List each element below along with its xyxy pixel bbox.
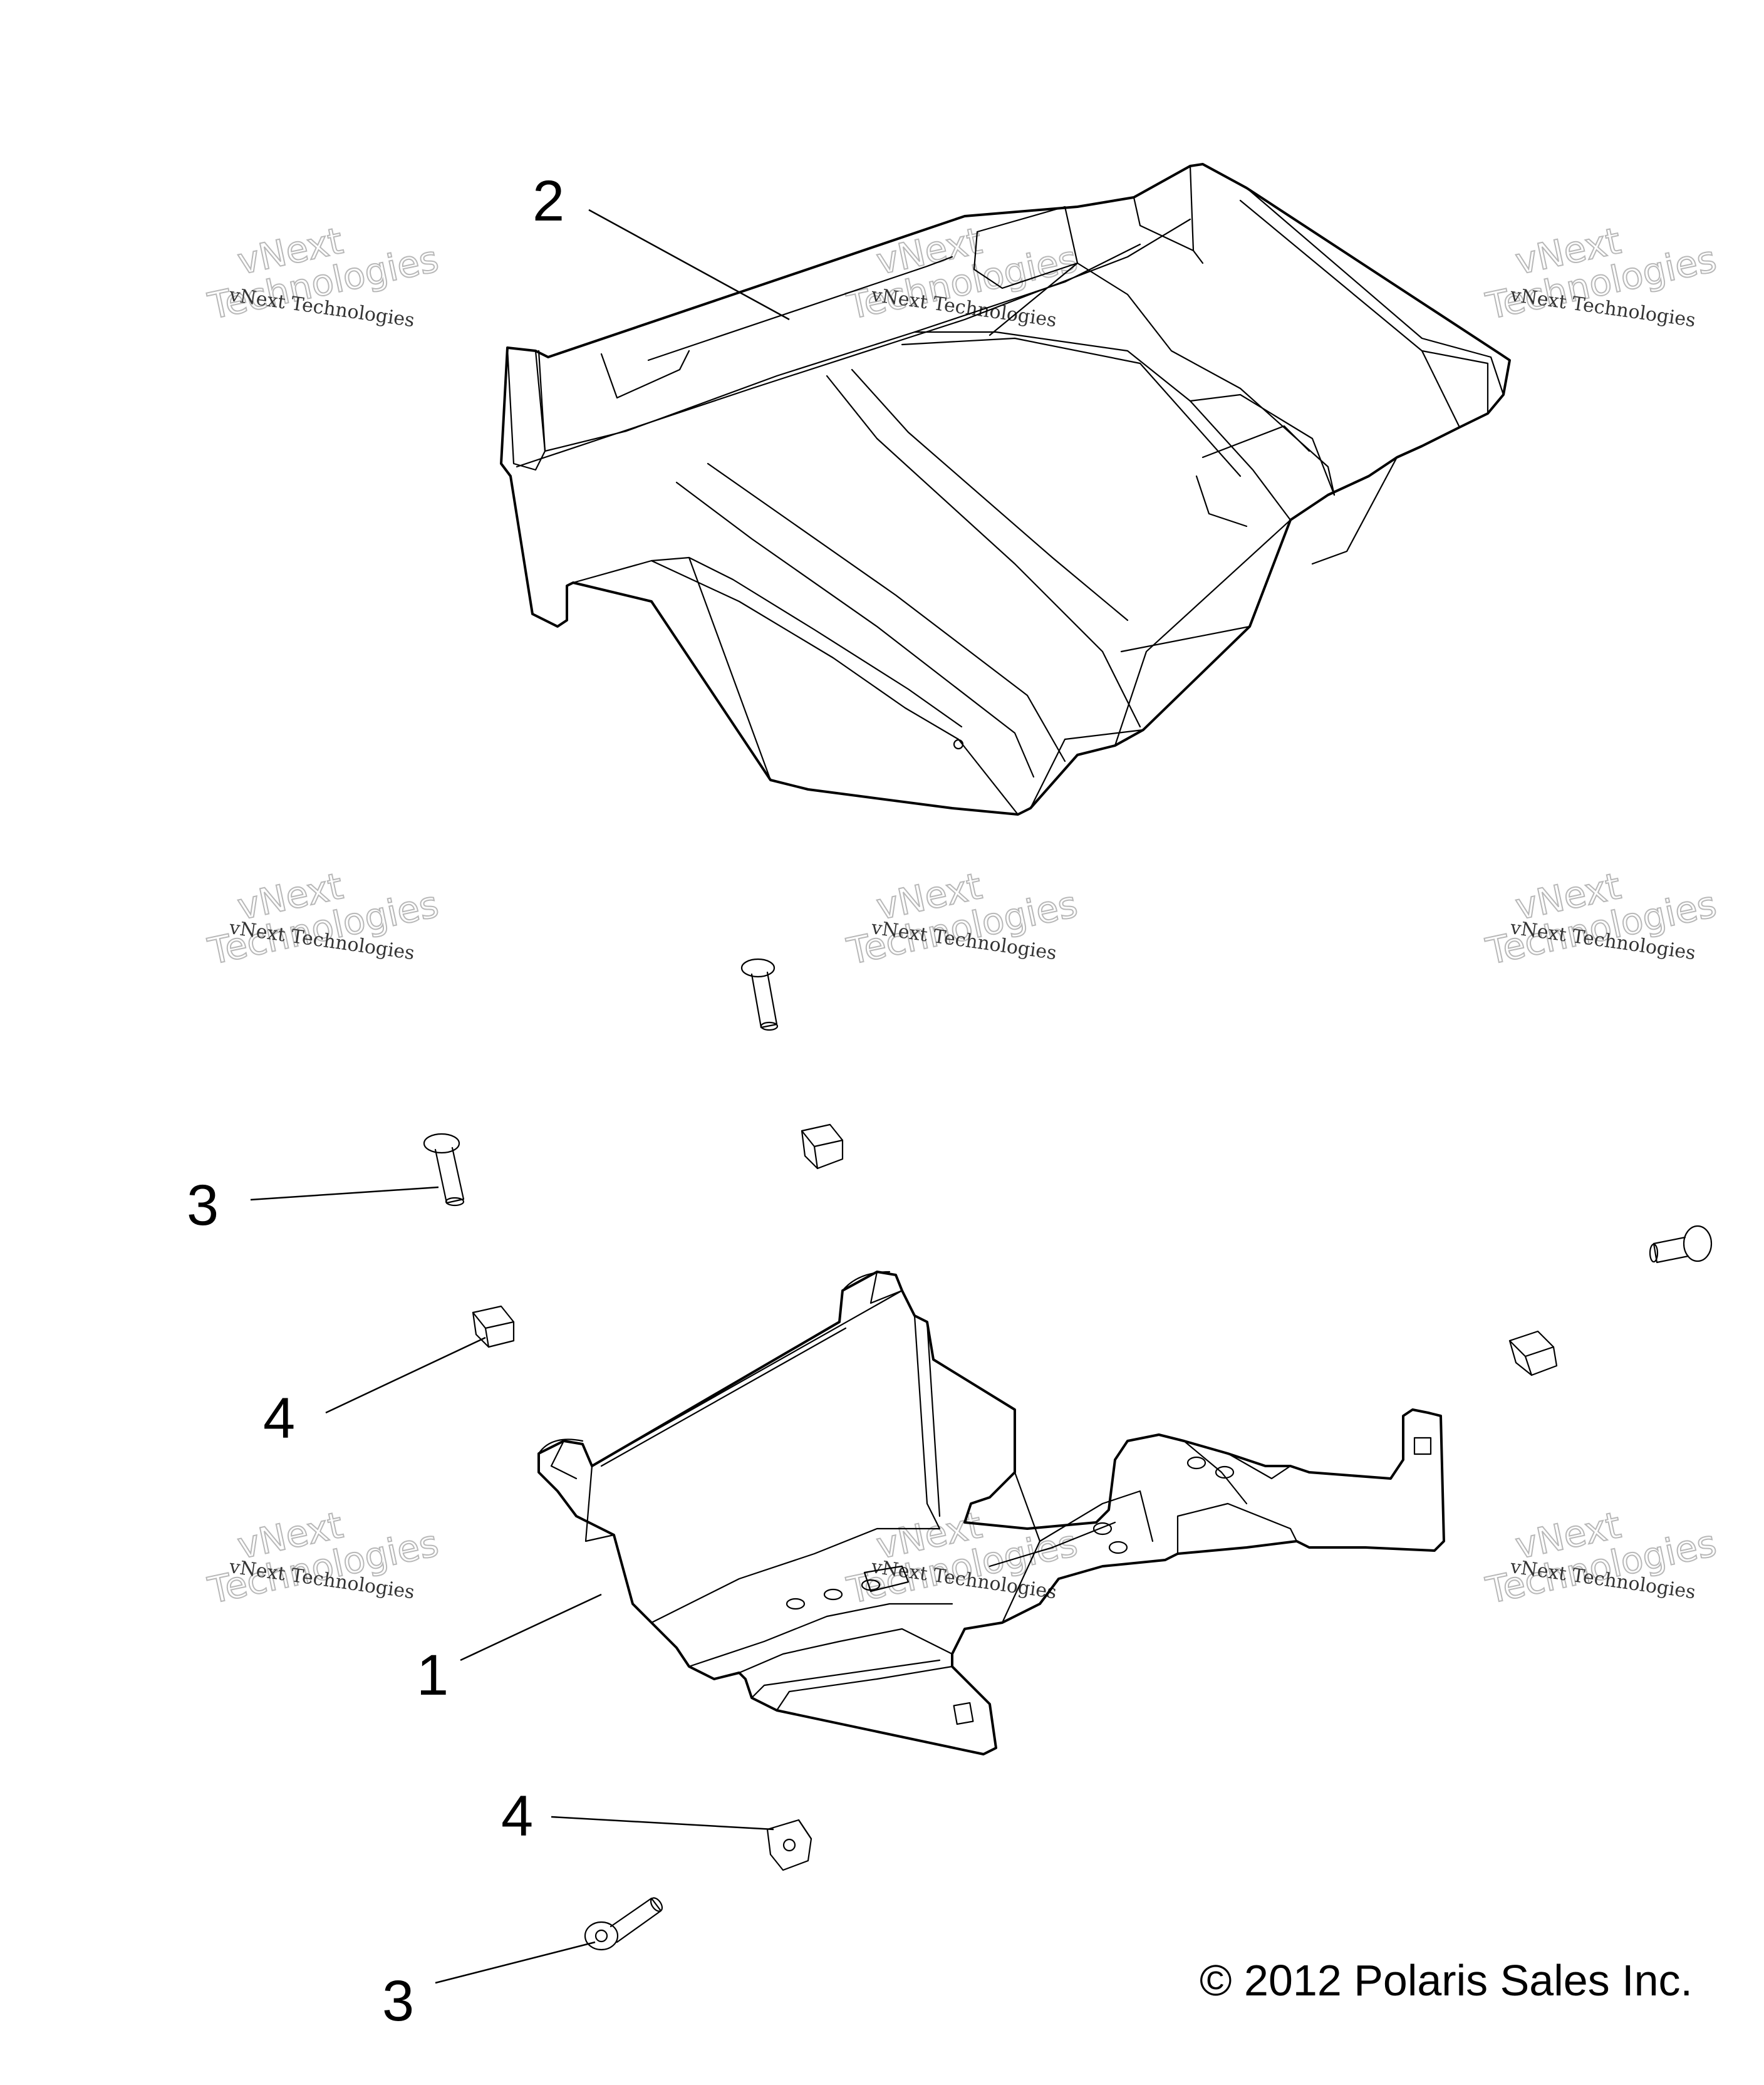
callout-3: 3 [187, 1173, 219, 1237]
clip-nut-right [1508, 1330, 1558, 1376]
leader-3b [435, 1941, 596, 1984]
clip-nut-upper-middle [801, 1123, 844, 1170]
cover-part [500, 163, 1511, 816]
watermarks: vNext Technologies vNext Technologies vN… [204, 219, 1721, 1613]
leader-4a [325, 1336, 486, 1414]
clip-nut-left [472, 1305, 515, 1348]
leader-1 [460, 1593, 602, 1661]
callout-1: 1 [417, 1643, 449, 1707]
clip-nut-part [472, 1123, 1558, 1871]
leader-2 [588, 209, 790, 321]
leader-4b [551, 1816, 774, 1831]
callout-2: 2 [532, 169, 564, 233]
copyright-text: © 2012 Polaris Sales Inc. [1200, 1956, 1693, 2005]
bracket-part [537, 1271, 1445, 1755]
screw-top [740, 958, 779, 1031]
clip-nut-bottom [766, 1819, 812, 1871]
callout-4: 4 [263, 1386, 295, 1450]
screw-bottom [584, 1897, 663, 1951]
screw-right [1649, 1225, 1713, 1264]
callout-3: 3 [382, 1969, 414, 2033]
leader-lines [250, 209, 790, 1984]
callout-4: 4 [501, 1784, 533, 1848]
callouts: 2 3 4 1 4 3 [187, 169, 564, 2033]
screw-part [423, 958, 1713, 1951]
screw-left [423, 1133, 465, 1207]
leader-3a [250, 1186, 439, 1201]
